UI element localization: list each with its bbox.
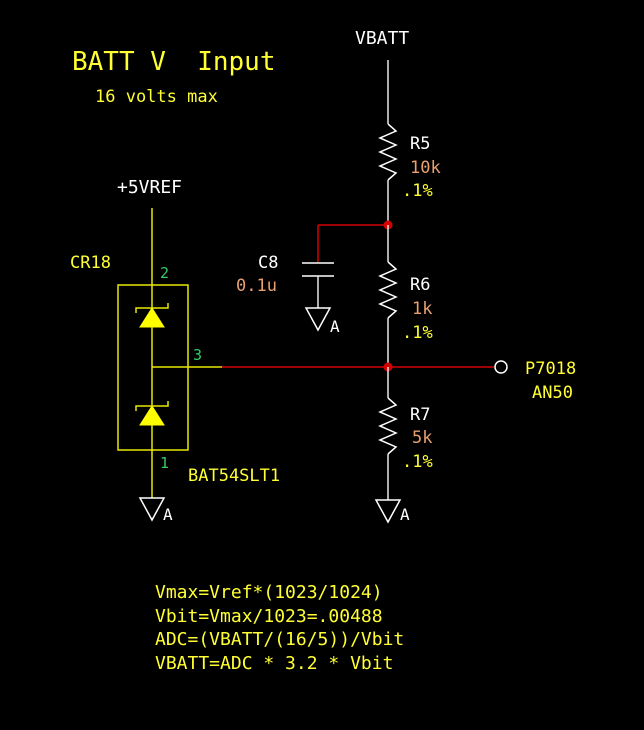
schematic-title: BATT V Input xyxy=(72,47,276,77)
r5-value: 10k xyxy=(410,158,441,178)
cr18-pin3: 3 xyxy=(193,346,202,364)
c8-value: 0.1u xyxy=(236,276,277,296)
note-line: Vbit=Vmax/1023=.00488 xyxy=(155,606,383,627)
r6-ref: R6 xyxy=(410,275,430,295)
note-line: VBATT=ADC * 3.2 * Vbit xyxy=(155,653,393,674)
port-alt-label: AN50 xyxy=(532,383,573,403)
note-line: Vmax=Vref*(1023/1024) xyxy=(155,582,383,603)
c8-ground-label: A xyxy=(330,317,340,336)
cr18-ground-label: A xyxy=(163,505,173,524)
resistor-r5 xyxy=(378,123,398,225)
schottky-diode-lower xyxy=(135,401,169,426)
r7-ref: R7 xyxy=(410,405,430,425)
cr18-part-number: BAT54SLT1 xyxy=(188,466,280,486)
schottky-diode-upper xyxy=(135,303,169,328)
port-connector xyxy=(494,360,508,374)
r7-value: 5k xyxy=(412,428,432,448)
r5-ref: R5 xyxy=(410,134,430,154)
c8-ref: C8 xyxy=(258,253,278,273)
cr18-ref: CR18 xyxy=(70,253,111,273)
r7-ground-label: A xyxy=(400,505,410,524)
ground-symbol-c8 xyxy=(304,307,332,332)
node-r5-r6-c8 xyxy=(317,220,393,262)
cr18-pin2: 2 xyxy=(160,264,169,282)
resistor-r7 xyxy=(378,367,398,500)
resistor-r6 xyxy=(378,225,398,367)
schematic-subtitle: 16 volts max xyxy=(95,87,218,107)
r6-value: 1k xyxy=(412,299,432,319)
r6-tolerance: .1% xyxy=(402,323,433,343)
note-line: ADC=(VBATT/(16/5))/Vbit xyxy=(155,629,404,650)
vref-net-label: +5VREF xyxy=(117,177,182,198)
capacitor-c8 xyxy=(302,262,334,308)
node-sense xyxy=(222,360,508,374)
ground-symbol-r7 xyxy=(374,499,402,524)
vbatt-net-label: VBATT xyxy=(355,28,409,49)
port-label: P7018 xyxy=(525,359,576,379)
formula-notes: Vmax=Vref*(1023/1024) Vbit=Vmax/1023=.00… xyxy=(155,582,404,674)
r5-tolerance: .1% xyxy=(402,181,433,201)
r7-tolerance: .1% xyxy=(402,452,433,472)
ground-symbol-cr18 xyxy=(138,497,166,522)
diode-package-cr18 xyxy=(117,284,222,451)
cr18-pin1: 1 xyxy=(160,454,169,472)
